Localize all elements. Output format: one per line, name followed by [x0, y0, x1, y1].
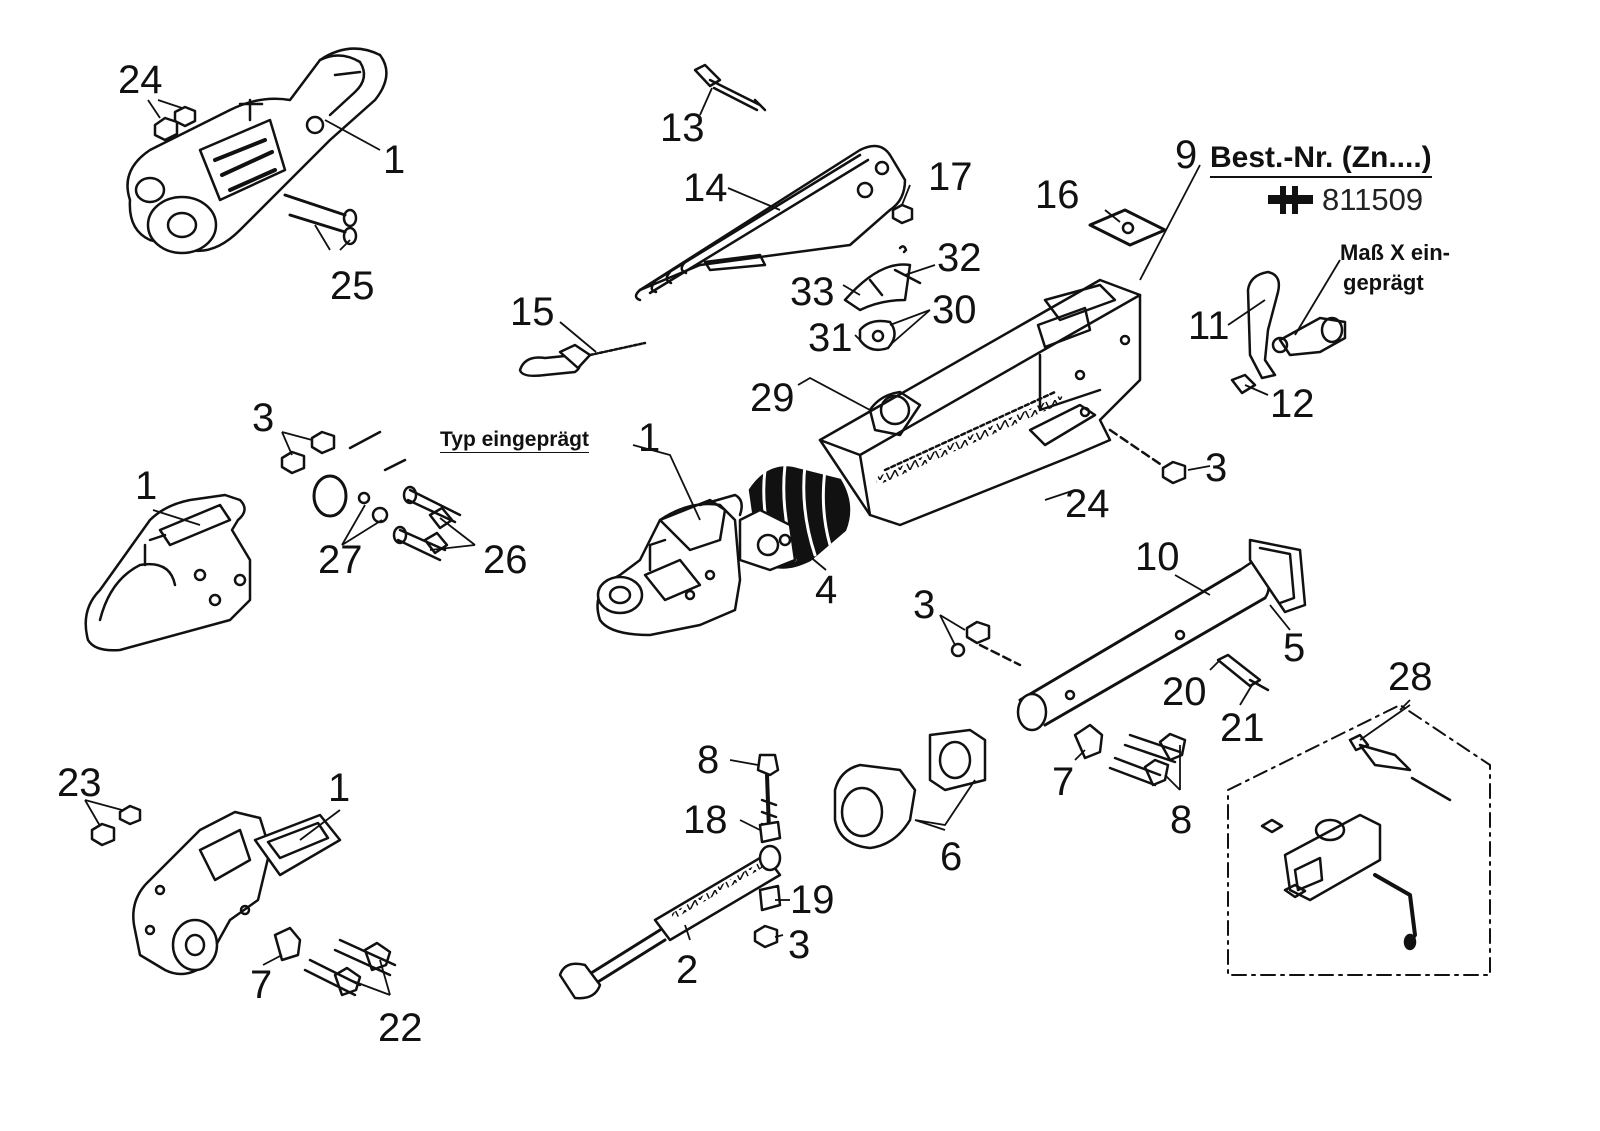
- pin-20-21: [1216, 653, 1270, 692]
- order-title: Best.-Nr. (Zn....): [1210, 140, 1432, 178]
- callout-16: 16: [1035, 173, 1080, 217]
- callout-11: 11: [1188, 304, 1230, 348]
- washers-30-31: [858, 319, 896, 351]
- callout-19: 19: [790, 878, 835, 922]
- coupling-head-bottom-left: [90, 804, 397, 997]
- order-number-symbol-icon: [1268, 186, 1313, 214]
- fasteners-3-26-27: [280, 430, 462, 562]
- callout-3-bottom: 3: [788, 923, 811, 967]
- stamp-note-line2: geprägt: [1343, 270, 1424, 295]
- nut-3-right: [1108, 428, 1187, 485]
- callout-7-bottom: 7: [250, 963, 273, 1007]
- coupling-head-middle: [596, 493, 743, 637]
- breakaway-cable-15: [518, 341, 647, 378]
- callout-3-tube: 3: [913, 583, 936, 627]
- callout-2: 2: [676, 948, 699, 992]
- callout-1-top: 1: [383, 138, 406, 182]
- coupling-head-left: [84, 493, 252, 652]
- callout-3-right: 3: [1205, 446, 1228, 490]
- clamp-kit-28: [1227, 704, 1491, 976]
- lever-11-12: [1230, 270, 1347, 395]
- callout-14: 14: [683, 166, 728, 210]
- bracket-6: [833, 728, 987, 850]
- callout-9: 9: [1175, 133, 1198, 177]
- callout-8-right: 8: [1170, 798, 1193, 842]
- order-number: 811509: [1322, 182, 1424, 217]
- callout-7-mid: 7: [1052, 760, 1075, 804]
- coupling-head-top-left: [126, 47, 388, 255]
- callout-27: 27: [318, 538, 363, 582]
- callout-13: 13: [660, 106, 705, 150]
- callout-29: 29: [750, 376, 795, 420]
- callout-18: 18: [683, 798, 728, 842]
- callout-32: 32: [937, 236, 982, 280]
- tube-10-flange-5: [950, 538, 1307, 732]
- bellows-4: [738, 463, 851, 572]
- callout-4: 4: [815, 568, 838, 612]
- callout-24-mid: 24: [1065, 482, 1110, 526]
- callout-21: 21: [1220, 706, 1265, 750]
- callout-1-bottom: 1: [328, 766, 351, 810]
- hand-brake-lever-14: [634, 144, 914, 302]
- callout-10: 10: [1135, 535, 1180, 579]
- callout-6: 6: [940, 835, 963, 879]
- callout-22: 22: [378, 1006, 423, 1050]
- stamp-note-line1: Maß X ein-: [1340, 240, 1451, 265]
- callout-33: 33: [790, 270, 835, 314]
- callout-25: 25: [330, 264, 375, 308]
- bushing-bolts-7-8: [1073, 723, 1187, 787]
- type-note: Typ eingeprägt: [440, 428, 589, 453]
- leader-lines: [84, 87, 1411, 996]
- drawbar-housing-9: [818, 208, 1167, 527]
- callout-30: 30: [932, 288, 977, 332]
- callout-8-top: 8: [697, 738, 720, 782]
- shock-absorber-2: [558, 753, 782, 1000]
- callout-1-left: 1: [135, 464, 158, 508]
- spring-clip-32-33: [843, 245, 922, 312]
- callout-28: 28: [1388, 655, 1433, 699]
- callout-23: 23: [57, 761, 102, 805]
- callout-24-top: 24: [118, 58, 163, 102]
- callout-3-left: 3: [252, 396, 275, 440]
- callout-1-mid: 1: [638, 416, 661, 460]
- callout-15: 15: [510, 290, 555, 334]
- callout-20: 20: [1162, 670, 1207, 714]
- callout-31: 31: [808, 316, 853, 360]
- callout-17: 17: [928, 155, 973, 199]
- callout-12: 12: [1270, 382, 1315, 426]
- cable-end-13: [693, 63, 767, 112]
- callout-26: 26: [483, 538, 528, 582]
- callout-5: 5: [1283, 626, 1306, 670]
